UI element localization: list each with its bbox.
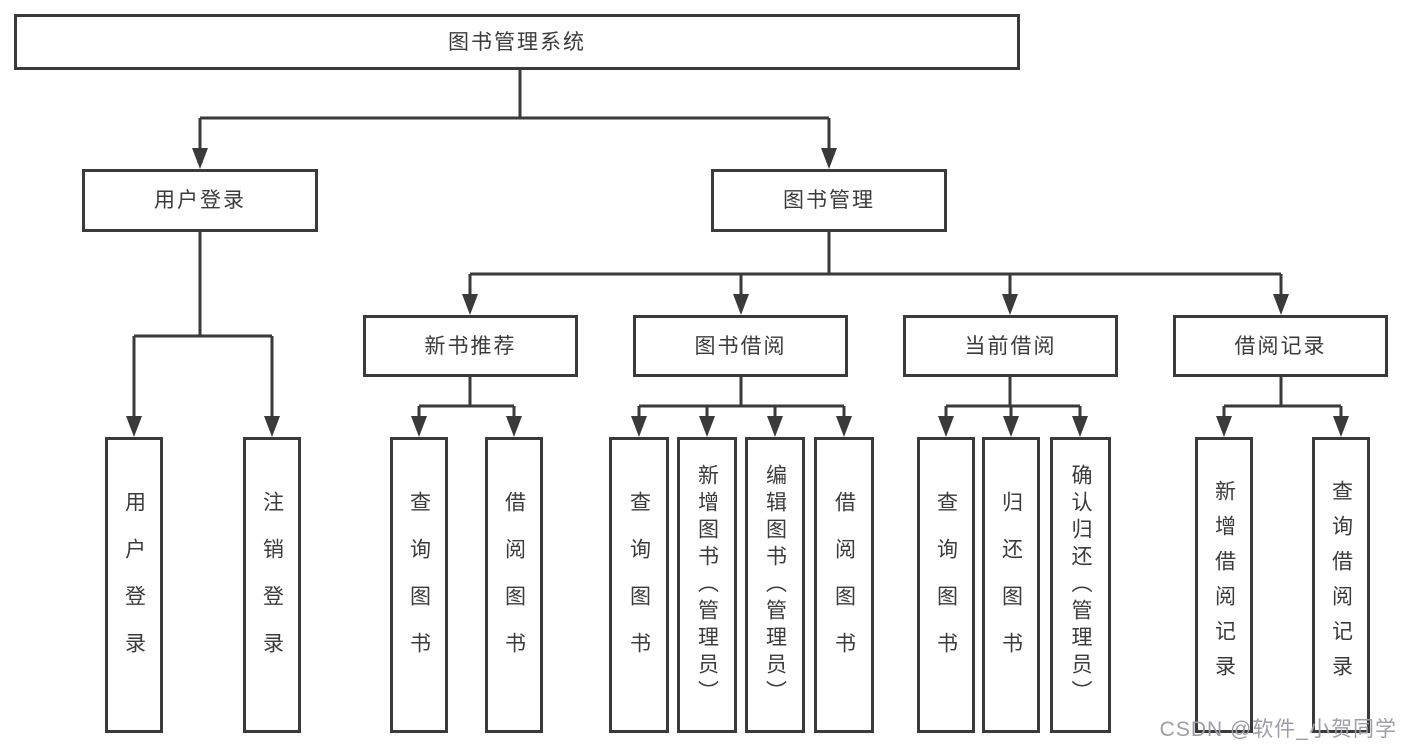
leaf-user-login: 用户登录 bbox=[105, 437, 163, 733]
node-book-borrow-label: 图书借阅 bbox=[694, 334, 787, 358]
leaf-borrow-edit-book-admin: 编辑图书（管理员） bbox=[745, 437, 805, 733]
node-new-book-recommend: 新书推荐 bbox=[363, 315, 578, 377]
leaf-current-query-book: 查询图书 bbox=[917, 437, 975, 733]
leaf-logout: 注销登录 bbox=[243, 437, 301, 733]
node-user-login: 用户登录 bbox=[82, 169, 318, 232]
leaf-borrow-borrow-book: 借阅图书 bbox=[814, 437, 874, 733]
leaf-recommend-borrow-book: 借阅图书 bbox=[485, 437, 543, 733]
leaf-current-return-book-label: 归还图书 bbox=[999, 491, 1023, 679]
leaf-records-add-record-label: 新增借阅记录 bbox=[1212, 480, 1236, 690]
leaf-borrow-edit-book-admin-label: 编辑图书（管理员） bbox=[763, 463, 787, 707]
leaf-borrow-add-book-admin-label: 新增图书（管理员） bbox=[695, 463, 719, 707]
csdn-watermark: CSDN @软件_小贺同学 bbox=[1159, 718, 1397, 741]
leaf-user-login-label: 用户登录 bbox=[122, 491, 146, 679]
node-user-login-label: 用户登录 bbox=[154, 189, 246, 212]
node-borrow-records: 借阅记录 bbox=[1173, 315, 1388, 377]
leaf-current-confirm-return-admin-label: 确认归还（管理员） bbox=[1069, 463, 1092, 707]
node-new-book-recommend-label: 新书推荐 bbox=[424, 334, 517, 358]
node-current-borrow: 当前借阅 bbox=[903, 315, 1118, 377]
leaf-current-confirm-return-admin: 确认归还（管理员） bbox=[1050, 437, 1111, 733]
node-book-borrow: 图书借阅 bbox=[633, 315, 848, 377]
node-root-label: 图书管理系统 bbox=[448, 30, 586, 54]
node-book-management-label: 图书管理 bbox=[783, 189, 875, 212]
leaf-borrow-borrow-book-label: 借阅图书 bbox=[832, 491, 856, 679]
leaf-current-return-book: 归还图书 bbox=[982, 437, 1040, 733]
leaf-logout-label: 注销登录 bbox=[260, 491, 284, 679]
leaf-borrow-query-book: 查询图书 bbox=[609, 437, 669, 733]
leaf-recommend-borrow-book-label: 借阅图书 bbox=[502, 491, 526, 679]
connector-stems bbox=[132, 70, 1343, 416]
leaf-borrow-query-book-label: 查询图书 bbox=[627, 491, 651, 679]
leaf-records-query-record-label: 查询借阅记录 bbox=[1329, 480, 1353, 690]
leaf-records-add-record: 新增借阅记录 bbox=[1195, 437, 1253, 733]
node-root: 图书管理系统 bbox=[14, 14, 1020, 70]
leaf-borrow-add-book-admin: 新增图书（管理员） bbox=[677, 437, 737, 733]
node-book-management: 图书管理 bbox=[711, 169, 947, 232]
leaf-recommend-query-book-label: 查询图书 bbox=[407, 491, 431, 679]
node-current-borrow-label: 当前借阅 bbox=[964, 334, 1057, 358]
node-borrow-records-label: 借阅记录 bbox=[1234, 334, 1327, 358]
leaf-records-query-record: 查询借阅记录 bbox=[1312, 437, 1370, 733]
leaf-recommend-query-book: 查询图书 bbox=[390, 437, 448, 733]
leaf-current-query-book-label: 查询图书 bbox=[934, 491, 958, 679]
